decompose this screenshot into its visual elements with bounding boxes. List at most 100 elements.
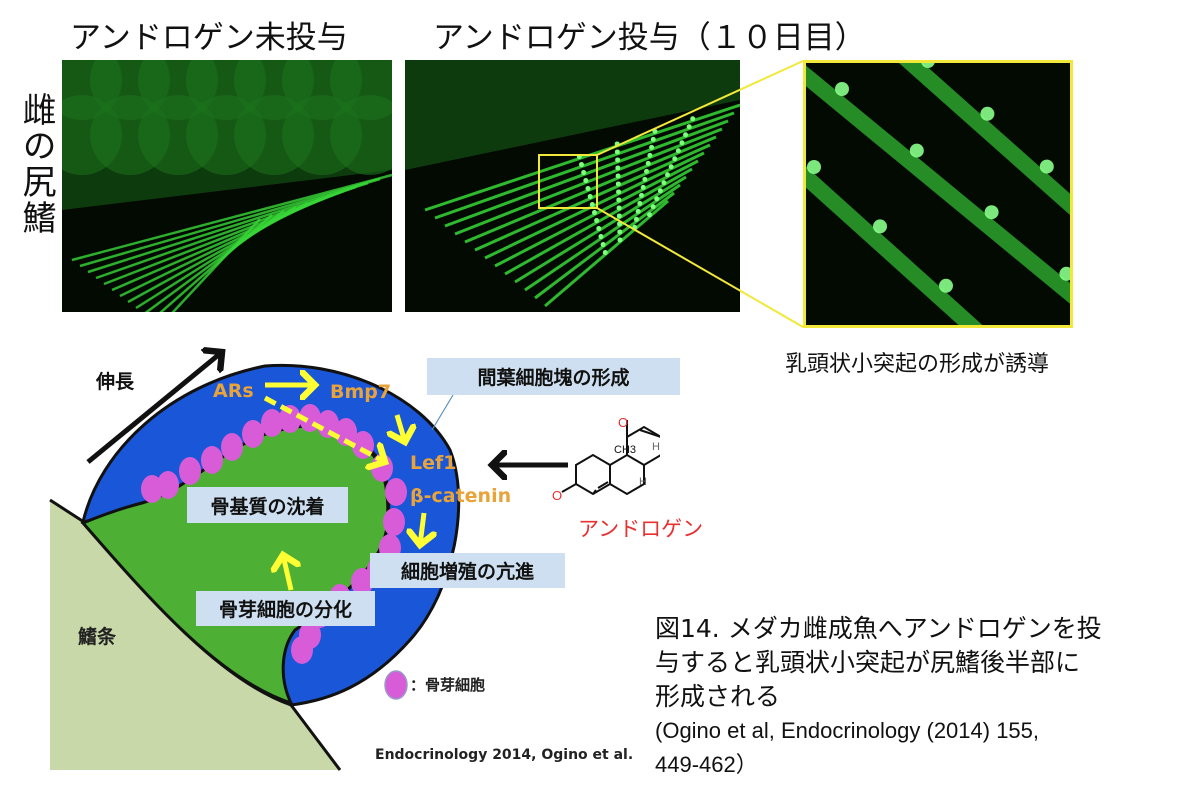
fin-diagram: O O O H CH3 CH3 H H H [49,0,660,771]
papillary-process [616,197,622,203]
fin-ray [434,111,735,220]
papillary-process [579,162,585,168]
osteoblast-cell [201,446,223,474]
papillary-process [665,172,671,178]
methyl-label-1: CH3 [614,444,636,456]
ars-to-lef1-dashed-arrow [263,395,385,462]
ketone-oxygen-2-label: O [618,415,628,430]
papillary-process [600,242,606,248]
zoom-region-box [538,154,598,209]
osteoblast-cell [179,457,201,485]
elongation-label: 伸長 [96,371,135,393]
fin-ray [171,218,261,312]
osteoblast-cell [335,418,357,446]
legend-osteoblast-icon [384,670,408,700]
papillary-process [615,173,621,179]
untreated-fin-image [62,60,392,312]
caption-line-1: 図14. メダカ雌成魚へアンドロゲンを投 [655,614,1102,643]
elongation-arrow [86,352,222,464]
papillary-process [637,200,643,206]
papillary-process [668,164,674,170]
fin-ray [464,135,717,244]
papillary-process [585,186,591,192]
papillary-process [615,165,621,171]
beta-catenin-label: β-catenin [410,485,512,507]
papillary-process [686,124,692,130]
papillary-process [581,170,587,176]
papillary-process [616,205,622,211]
mesenchyme-formation-box: 間葉細胞塊の形成 [427,358,680,395]
bone-matrix-box: 骨基質の沈着 [187,487,348,523]
bmp7-to-lef1-arrow [397,414,405,442]
osteoblast-cell [383,508,405,536]
fin-ray-label: 鰭条 [78,626,117,648]
hydrogen-label-2: H [652,441,660,453]
osteoblast-cell [317,410,339,438]
lef1-label: Lef1 [410,452,457,474]
caption-reference-1: (Ogino et al, Endocrinology (2014) 155, [655,718,1040,743]
papillary-process [616,189,622,195]
untreated-title: アンドロゲン未投与 [70,20,348,56]
untreated-fin-photo [62,60,392,312]
osteoblast-cell [221,433,243,461]
papillary-process [649,144,655,150]
papillary-process [644,168,650,174]
papillary-process [921,63,935,68]
papillary-process [591,210,597,216]
papillary-process [1039,159,1054,174]
papillary-process [657,188,663,194]
caption-reference-2: 449-462） [655,752,758,777]
zoomed-fin-image [806,63,1070,325]
fin-ray [424,103,740,212]
papillary-process [615,157,621,163]
osteoblast-cell [279,405,301,433]
papillary-process [647,212,653,218]
papillary-process [683,132,689,138]
proliferation-box: 細胞増殖の亢進 [370,553,565,588]
papillary-process [675,148,681,154]
papillary-process [596,226,602,232]
treated-title: アンドロゲン投与（１０日目） [433,20,866,56]
hydrogen-label-1: H [639,476,647,488]
papillary-process [635,208,641,214]
diagram-source: Endocrinology 2014, Ogino et al. [375,747,634,763]
papillary-process [672,156,678,162]
differentiation-to-matrix-arrow [283,555,291,591]
differentiation-box: 骨芽細胞の分化 [196,591,375,626]
papillary-process [602,250,608,256]
fin-ray [444,119,729,228]
catenin-to-proliferation-arrow [420,512,424,545]
papillary-process [647,152,653,158]
legend-label: ：骨芽細胞 [410,676,486,694]
figure-caption: 図14. メダカ雌成魚へアンドロゲンを投 与すると乳頭状小突起が尻鰭後半部に 形… [655,612,1102,782]
papillary-process [642,176,648,182]
papillary-process [939,278,953,293]
fin-ray-segment [806,65,1070,304]
body-glow [405,60,740,170]
papillary-process [594,218,600,224]
ketone-oxygen-label: O [552,488,562,503]
papillary-process [645,160,651,166]
osteoblast-cell [261,409,283,437]
osteoblast-cell [351,568,373,596]
papillary-process [640,184,646,190]
papillary-process [654,196,660,202]
papillary-process [589,202,595,208]
osteoblast-cell [291,636,313,664]
row-label: 雌の尻鰭 [16,92,56,236]
fin-ray [71,173,392,262]
fin-ray [474,143,711,252]
zoom-indicator [538,60,804,328]
papillary-process [617,237,623,243]
papillary-process [617,229,623,235]
fin-ray [159,214,273,312]
caption-line-3: 形成される [655,682,781,711]
papillary-process [598,234,604,240]
fin-ray [79,177,381,268]
papillary-process [807,160,821,174]
caption-line-2: 与すると乳頭状小突起が尻鰭後半部に [655,648,1081,677]
fin-ray [135,205,297,310]
mesenchyme-pointer-line [431,394,454,431]
ars-label: ARs [213,380,254,402]
treated-fin-image [405,60,740,308]
